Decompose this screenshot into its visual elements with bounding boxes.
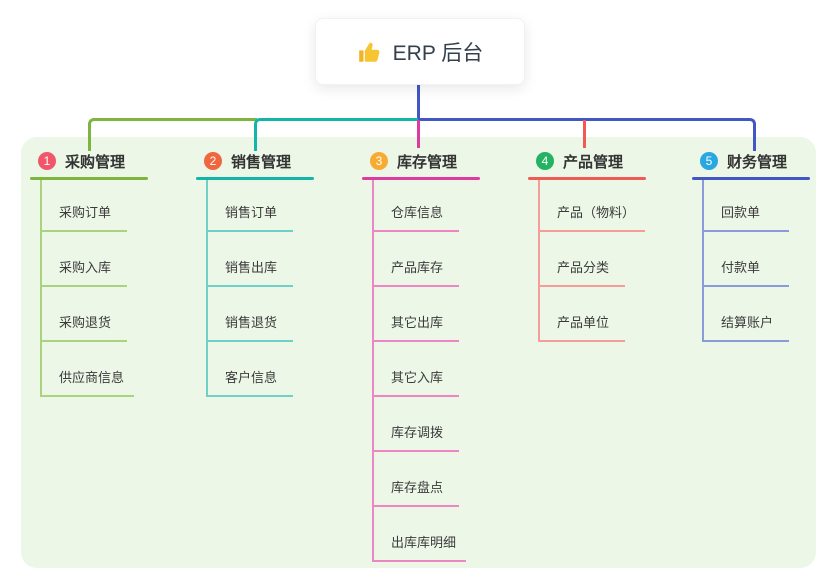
branch-number-badge: 1 [38,152,56,170]
branch-children: 产品（物料） 产品分类 产品单位 [538,180,646,342]
list-item[interactable]: 销售订单 [208,180,293,232]
list-item[interactable]: 客户信息 [208,342,293,397]
child-label: 采购订单 [42,202,127,232]
child-label: 销售订单 [208,202,293,232]
branch-title: 库存管理 [397,153,458,171]
list-item[interactable]: 采购退货 [42,287,134,342]
child-label: 产品单位 [540,312,625,342]
child-label: 产品分类 [540,257,625,287]
branch-5: 5 财务管理 回款单 付款单 结算账户 [692,148,839,342]
branch-children: 采购订单 采购入库 采购退货 供应商信息 [40,180,135,397]
child-label: 供应商信息 [42,367,135,397]
branch-children: 销售订单 销售出库 销售退货 客户信息 [206,180,293,397]
branch-underline [692,177,810,180]
list-item[interactable]: 其它出库 [374,287,466,342]
child-label: 采购退货 [42,312,127,342]
branch-header[interactable]: 4 产品管理 [528,148,688,174]
list-item[interactable]: 库存盘点 [374,452,466,507]
branch-2: 2 销售管理 销售订单 销售出库 销售退货 客户信息 [196,148,356,397]
branch-number-badge: 2 [204,152,222,170]
child-label: 销售退货 [208,312,293,342]
branch-title: 财务管理 [727,153,788,171]
child-label: 付款单 [704,257,789,287]
list-item[interactable]: 销售退货 [208,287,293,342]
branch-underline [30,177,148,180]
child-label: 仓库信息 [374,202,459,232]
child-label: 客户信息 [208,367,293,397]
branch-header[interactable]: 3 库存管理 [362,148,522,174]
branch-children: 回款单 付款单 结算账户 [702,180,789,342]
branch-title: 采购管理 [65,153,126,171]
branch-number-badge: 3 [370,152,388,170]
bus-segment-sales [254,118,421,151]
list-item[interactable]: 产品分类 [540,232,645,287]
list-item[interactable]: 产品（物料） [540,180,646,232]
branch-header[interactable]: 1 采购管理 [30,148,190,174]
list-item[interactable]: 产品库存 [374,232,466,287]
branch-number-badge: 4 [536,152,554,170]
list-item[interactable]: 回款单 [704,180,789,232]
list-item[interactable]: 出库库明细 [374,507,467,562]
branch-underline [362,177,480,180]
list-item[interactable]: 供应商信息 [42,342,135,397]
branch-title: 产品管理 [563,153,624,171]
child-label: 产品库存 [374,257,459,287]
child-label: 采购入库 [42,257,127,287]
branch-title: 销售管理 [231,153,292,171]
branch-4: 4 产品管理 产品（物料） 产品分类 产品单位 [528,148,688,342]
thumbs-up-icon [357,39,383,65]
drop-line-inventory [417,120,420,148]
list-item[interactable]: 产品单位 [540,287,645,342]
branch-children: 仓库信息 产品库存 其它出库 其它入库 库存调拨 库存盘点 出库库明细 [372,180,467,562]
child-label: 其它入库 [374,367,459,397]
child-label: 销售出库 [208,257,293,287]
list-item[interactable]: 仓库信息 [374,180,466,232]
list-item[interactable]: 采购入库 [42,232,134,287]
list-item[interactable]: 库存调拨 [374,397,466,452]
bus-segment-purchase [88,118,257,151]
bus-segment-finance [418,118,756,151]
child-label: 库存调拨 [374,422,459,452]
list-item[interactable]: 付款单 [704,232,789,287]
child-label: 其它出库 [374,312,459,342]
root-stem-line [417,83,420,120]
branch-1: 1 采购管理 采购订单 采购入库 采购退货 供应商信息 [30,148,190,397]
list-item[interactable]: 其它入库 [374,342,466,397]
child-label: 结算账户 [704,312,789,342]
branch-underline [196,177,314,180]
child-label: 库存盘点 [374,477,459,507]
list-item[interactable]: 采购订单 [42,180,134,232]
branch-header[interactable]: 2 销售管理 [196,148,356,174]
list-item[interactable]: 销售出库 [208,232,293,287]
drop-line-product [583,120,586,148]
branch-header[interactable]: 5 财务管理 [692,148,839,174]
child-label: 回款单 [704,202,789,232]
root-node-label: ERP 后台 [392,41,484,65]
branch-number-badge: 5 [700,152,718,170]
child-label: 产品（物料） [540,202,646,232]
root-node-erp[interactable]: ERP 后台 [315,18,525,85]
mindmap-panel [21,137,816,568]
branch-3: 3 库存管理 仓库信息 产品库存 其它出库 其它入库 库存调拨 库存盘点 出库库… [362,148,522,562]
list-item[interactable]: 结算账户 [704,287,789,342]
child-label: 出库库明细 [374,532,467,562]
branch-underline [528,177,646,180]
